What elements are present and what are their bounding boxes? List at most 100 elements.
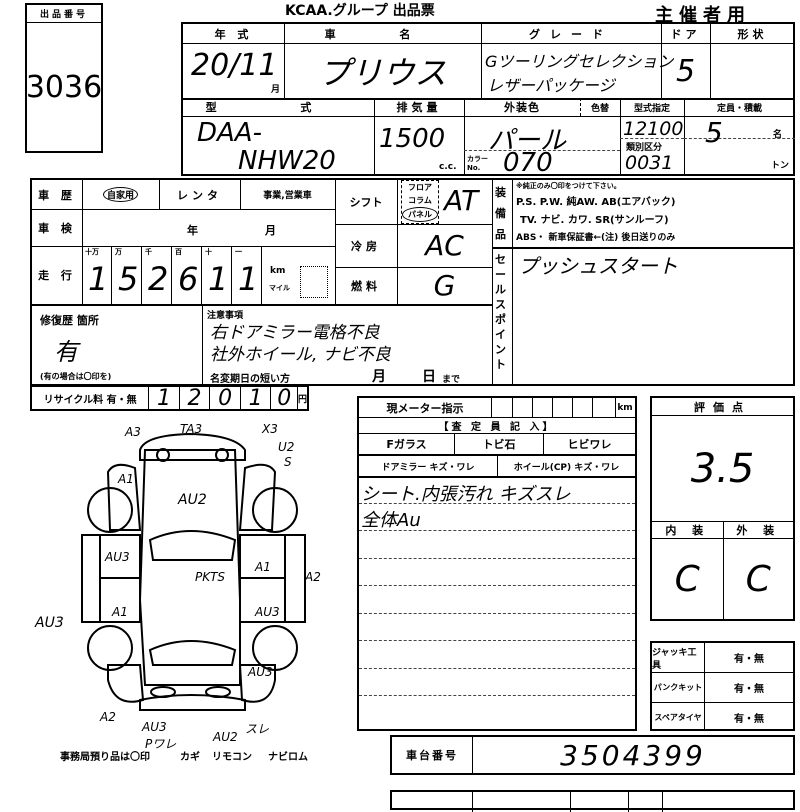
accessory-value[interactable]: 有・無 xyxy=(734,713,764,725)
door-label: ドア xyxy=(670,27,701,41)
damage-mark: S xyxy=(284,455,292,469)
office-items-label: 事務局預り品は〇印 xyxy=(60,752,150,763)
accessory-value[interactable]: 有・無 xyxy=(734,654,764,665)
color-no-value: 070 xyxy=(503,148,553,178)
exterior-grade: C xyxy=(745,558,771,600)
name-change-label: 名変期日の短い方 xyxy=(210,374,290,385)
mileage-digit: 6 xyxy=(178,260,199,298)
mileage-label: 走 行 xyxy=(38,269,76,282)
windshield-icon xyxy=(148,530,237,561)
grade-line1: Gツーリングセレクション xyxy=(485,52,674,71)
equipment-line3: ABS・ 新車保証書←(注) 後日送りのみ xyxy=(516,233,676,243)
inspection-month-unit: 月 xyxy=(265,224,280,237)
interior-grade: C xyxy=(652,539,724,619)
wheel-option[interactable]: ホイール(CP) キズ・ワレ xyxy=(513,462,620,473)
fuel-label: 燃料 xyxy=(351,279,381,293)
office-item-navi-rom[interactable]: ナビロム xyxy=(268,752,308,763)
damage-mark: A1 xyxy=(112,605,128,619)
taillight-icon xyxy=(205,686,231,698)
repair-label: 修復歴 箇所 xyxy=(40,314,99,327)
accessory-label: パンクキット xyxy=(652,673,705,702)
damage-mark: TA3 xyxy=(180,422,203,436)
mileage-digit: 2 xyxy=(148,260,169,298)
digit-label: 一 xyxy=(235,248,242,256)
accessory-row: ジャッキ工具有・無 xyxy=(652,643,793,673)
right-front-wheel-icon xyxy=(252,487,298,533)
office-item-remote[interactable]: リモコン xyxy=(212,752,252,763)
digit-label: 十万 xyxy=(85,248,99,256)
mileage-digit: 1 xyxy=(208,260,229,298)
right-front-fender xyxy=(238,463,277,531)
damage-mark: A3 xyxy=(125,425,141,439)
shift-option-floor[interactable]: フロア xyxy=(408,183,432,192)
displacement-label: 排気量 xyxy=(396,101,442,114)
left-front-wheel-icon xyxy=(87,487,133,533)
damage-mark: AU3 xyxy=(142,720,167,734)
car-damage-diagram xyxy=(81,432,306,711)
cc-unit: c.c. xyxy=(439,162,457,172)
lot-box: 出品番号 3036 xyxy=(25,3,103,153)
category-value: 0031 xyxy=(625,152,674,174)
private-use-option[interactable]: 自家用 xyxy=(82,180,159,209)
lot-label: 出品番号 xyxy=(27,5,101,23)
chassis-row: 車台番号 3504399 xyxy=(390,735,795,775)
crack-option[interactable]: ヒビワレ xyxy=(567,438,612,451)
equipment-label: 装備品 xyxy=(495,186,506,241)
inspector-box: 現メーター指示 km 【査 定 員 記 入】 Fガラス トビ石 ヒビワレ ドアミ… xyxy=(357,396,637,731)
notes-line2: 社外ホイール, ナビ不良 xyxy=(210,345,391,365)
ac-value: AC xyxy=(425,229,464,262)
rear-window-icon xyxy=(148,640,237,666)
chassis-label: 車台番号 xyxy=(392,737,473,773)
displacement-value: 1500 xyxy=(379,124,446,154)
chassis-number: 3504399 xyxy=(560,738,706,772)
damage-mark: A2 xyxy=(305,570,321,584)
door-value: 5 xyxy=(675,53,696,89)
score-box: 評価点 3.5 内 装 外 装 C C xyxy=(650,396,795,621)
color-label: 外装色 xyxy=(504,101,540,114)
shift-option-column[interactable]: コラム xyxy=(408,196,432,205)
model-line2: NHW20 xyxy=(238,146,336,176)
taillight-icon xyxy=(150,686,176,698)
month-unit: 月 xyxy=(271,85,281,95)
shift-option-panel[interactable]: パネル xyxy=(402,207,438,222)
unit-check-box[interactable] xyxy=(300,266,328,298)
recycle-label: リサイクル料 有・無 xyxy=(32,387,150,409)
repair-hint: (有の場合は〇印を) xyxy=(40,372,112,381)
accessory-value[interactable]: 有・無 xyxy=(734,684,764,695)
office-item-key[interactable]: カギ xyxy=(180,752,200,763)
rental-option[interactable]: レンタ xyxy=(177,188,222,202)
meter-unit: km xyxy=(617,403,633,413)
damage-mark: AU2 xyxy=(178,492,207,508)
damage-mark: Pワレ xyxy=(145,737,177,751)
capacity-value: 5 xyxy=(705,116,723,149)
fglass-label: Fガラス xyxy=(359,434,455,454)
mirror-option[interactable]: ドアミラー キズ・ワレ xyxy=(359,456,498,476)
damage-mark: スレ xyxy=(245,722,270,736)
damage-mark: U2 xyxy=(278,440,295,454)
inspector-comment-line2: 全体Au xyxy=(361,510,421,531)
damage-mark: AU3 xyxy=(35,615,64,631)
recycle-digit: 0 xyxy=(210,386,241,411)
equipment-line2: TV. ナビ. カワ. SR(サンルーフ) xyxy=(520,215,669,226)
recycle-unit: 円 xyxy=(298,394,308,405)
year-label: 年 式 xyxy=(214,27,253,41)
ac-label: 冷房 xyxy=(351,239,381,253)
rear-bumper-icon xyxy=(139,694,246,711)
recycle-digit: 1 xyxy=(149,386,180,411)
business-option[interactable]: 事業,営業車 xyxy=(263,191,312,201)
category-label: 類別区分 xyxy=(626,143,663,153)
sales-point-label: セールスポイント xyxy=(495,253,506,371)
fuel-value: G xyxy=(433,269,456,302)
copy-type: 主催者用 xyxy=(655,5,751,26)
accessory-label: スペアタイヤ xyxy=(652,703,705,731)
form-title: KCAA.グループ 出品票 xyxy=(285,3,435,19)
accessory-row: スペアタイヤ 有・無 xyxy=(652,703,793,731)
recycle-digit: 1 xyxy=(241,386,272,411)
diagram-marks: A3 TA3 X3 U2 S A1 AU2 AU3 A1 PKTS A2 A1 … xyxy=(0,410,350,755)
digit-label: 十 xyxy=(205,248,212,256)
name-change-until: まで xyxy=(442,375,461,385)
chip-option[interactable]: トビ石 xyxy=(455,434,544,454)
left-rocker xyxy=(81,534,101,623)
